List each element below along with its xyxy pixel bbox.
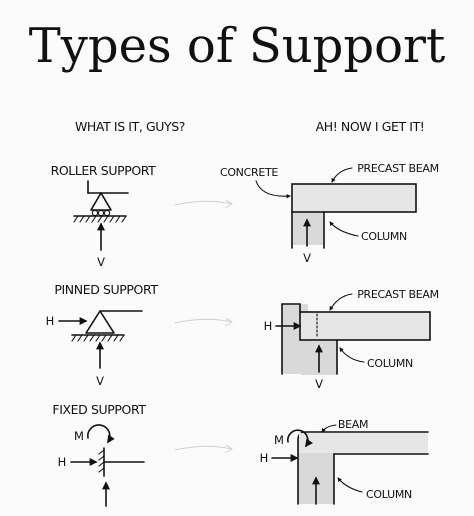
roller-realistic-detail: [291, 183, 417, 249]
roller-v-label: V: [97, 255, 105, 269]
pinned-right-h-label: H: [264, 319, 273, 333]
roller-support-symbol: [73, 180, 129, 223]
roller-support-label: ROLLER SUPPORT: [51, 163, 157, 178]
transition-arrows: [174, 199, 233, 454]
precast-beam-roller: [291, 183, 417, 213]
pinned-h-label: H: [46, 314, 55, 328]
pinned-support-label: PINNED SUPPORT: [54, 282, 158, 297]
fixed-beam-leader: [321, 424, 337, 433]
pinned-right-v-label: V: [315, 377, 323, 391]
fixed-support-label: FIXED SUPPORT: [52, 402, 146, 417]
pinned-beam-leader: [329, 293, 353, 311]
pinned-precast-beam-callout: PRECAST BEAM: [357, 288, 439, 301]
fixed-support-symbol: [98, 447, 145, 477]
beam-fixed: [299, 433, 428, 453]
pinned-v-label: V: [96, 374, 104, 388]
roller-column-leader: [329, 221, 359, 237]
fixed-right-h-label: H: [260, 451, 269, 465]
fixed-h-label: H: [58, 455, 67, 469]
fixed-beam-callout: BEAM: [338, 418, 368, 431]
concrete-callout: CONCRETE: [220, 166, 278, 179]
page-title: Types of Support: [29, 18, 445, 74]
fixed-right-m-label: M: [274, 433, 284, 447]
fixed-moment-arrow: [87, 424, 115, 444]
left-column-header: WHAT IS IT, GUYS?: [75, 119, 185, 134]
pinned-support-symbol: [71, 310, 143, 342]
roller-right-v-label: V: [303, 251, 311, 265]
roller-precast-beam-callout: PRECAST BEAM: [357, 162, 439, 175]
concrete-leader: [255, 180, 291, 199]
fixed-realistic-detail: [297, 431, 429, 505]
fixed-m-label: M: [74, 429, 84, 443]
pinned-column-callout: COLUMN: [367, 357, 413, 370]
fixed-column-callout: COLUMN: [366, 488, 412, 501]
fixed-column-leader: [337, 477, 363, 493]
roller-column-callout: COLUMN: [361, 230, 407, 243]
pinned-column-leader: [339, 347, 365, 363]
fixed-right-moment-arrow: [287, 429, 313, 448]
right-column-header: AH! NOW I GET IT!: [316, 119, 425, 134]
precast-beam-pinned: [299, 311, 431, 341]
roller-beam-leader: [331, 167, 353, 183]
